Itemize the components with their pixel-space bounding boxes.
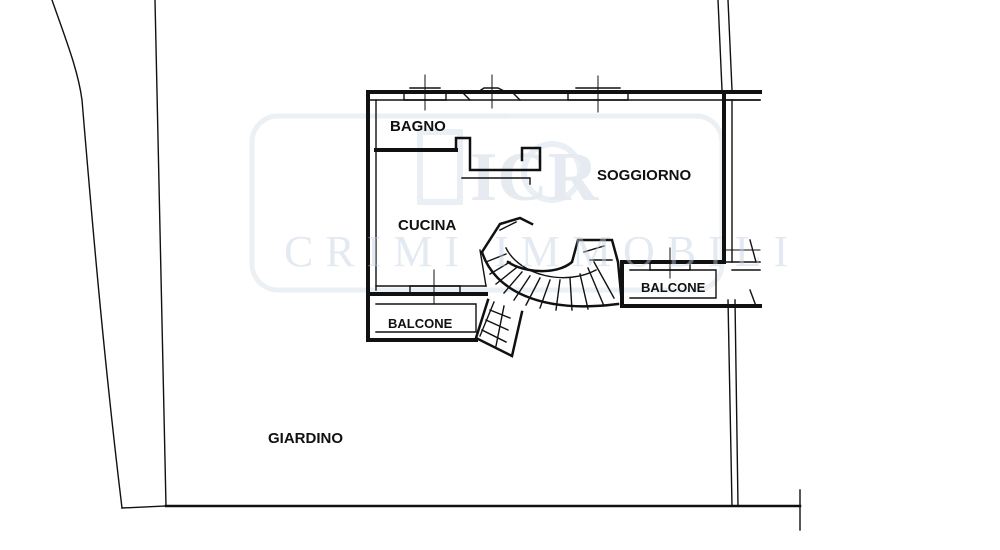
room-label-cucina: CUCINA	[398, 217, 457, 234]
room-label-soggiorno: SOGGIORNO	[597, 167, 692, 184]
garden-boundary	[51, 0, 802, 531]
spiral-staircase	[474, 238, 624, 358]
windows	[403, 74, 761, 305]
watermark-text: CRIMI IMMOBILI	[284, 227, 801, 276]
room-label-giardino: GIARDINO	[268, 430, 343, 447]
room-label-bagno: BAGNO	[390, 118, 446, 135]
room-label-balcone-left: BALCONE	[388, 316, 453, 331]
room-label-balcone-right: BALCONE	[641, 280, 706, 295]
